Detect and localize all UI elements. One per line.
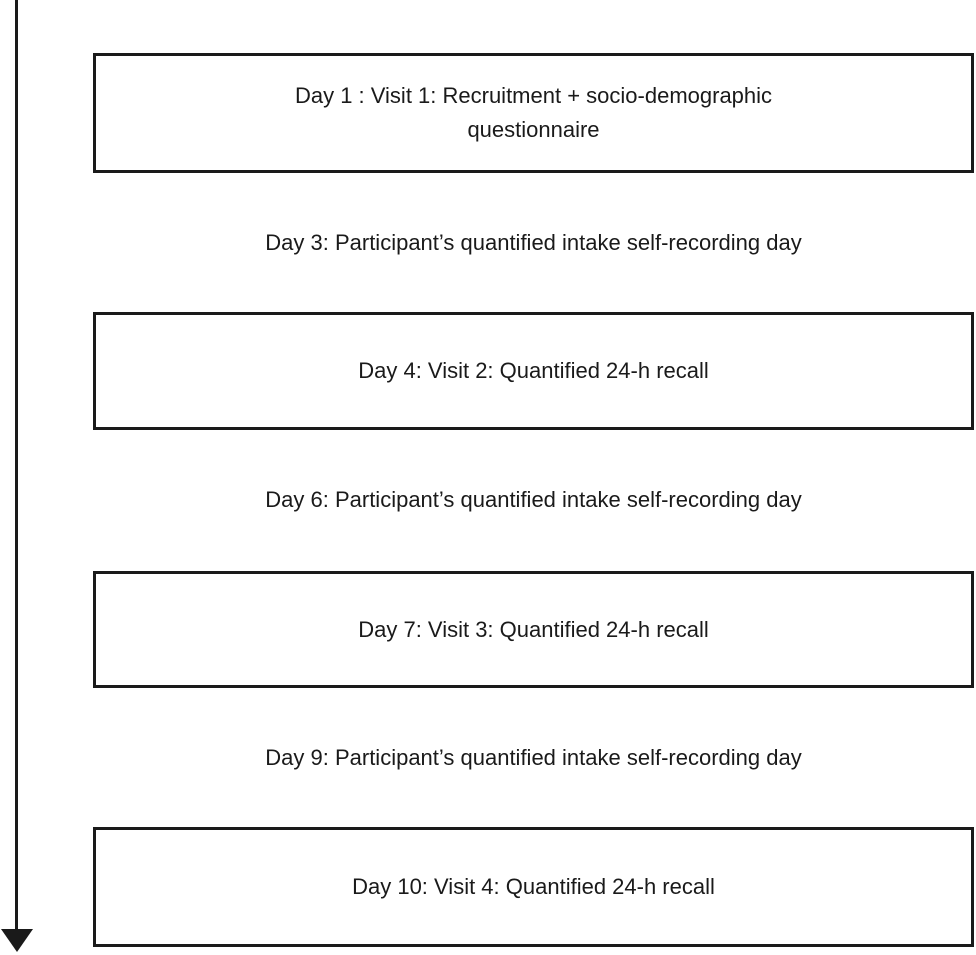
step-box-day10-visit4: Day 10: Visit 4: Quantified 24-h recall [93, 827, 974, 947]
step-box-day7-visit3: Day 7: Visit 3: Quantified 24-h recall [93, 571, 974, 688]
step-text-day9-self-recording: Day 9: Participant’s quantified intake s… [265, 745, 802, 770]
arrow-down-icon [1, 929, 33, 952]
step-box-day7-visit3-label: Day 7: Visit 3: Quantified 24-h recall [358, 616, 709, 642]
step-box-day1-visit1-label: Day 1 : Visit 1: Recruitment + socio-dem… [294, 83, 773, 142]
step-box-day4-visit2: Day 4: Visit 2: Quantified 24-h recall [93, 312, 974, 430]
step-text-day6-self-recording: Day 6: Participant’s quantified intake s… [265, 487, 802, 512]
step-text-day3-self-recording: Day 3: Participant’s quantified intake s… [265, 230, 802, 255]
step-box-day10-visit4-label: Day 10: Visit 4: Quantified 24-h recall [352, 874, 715, 899]
step-box-day4-visit2-label: Day 4: Visit 2: Quantified 24-h recall [358, 358, 709, 383]
timeline-arrow-line [15, 0, 18, 931]
step-box-day1-visit1: Day 1 : Visit 1: Recruitment + socio-dem… [93, 53, 974, 173]
